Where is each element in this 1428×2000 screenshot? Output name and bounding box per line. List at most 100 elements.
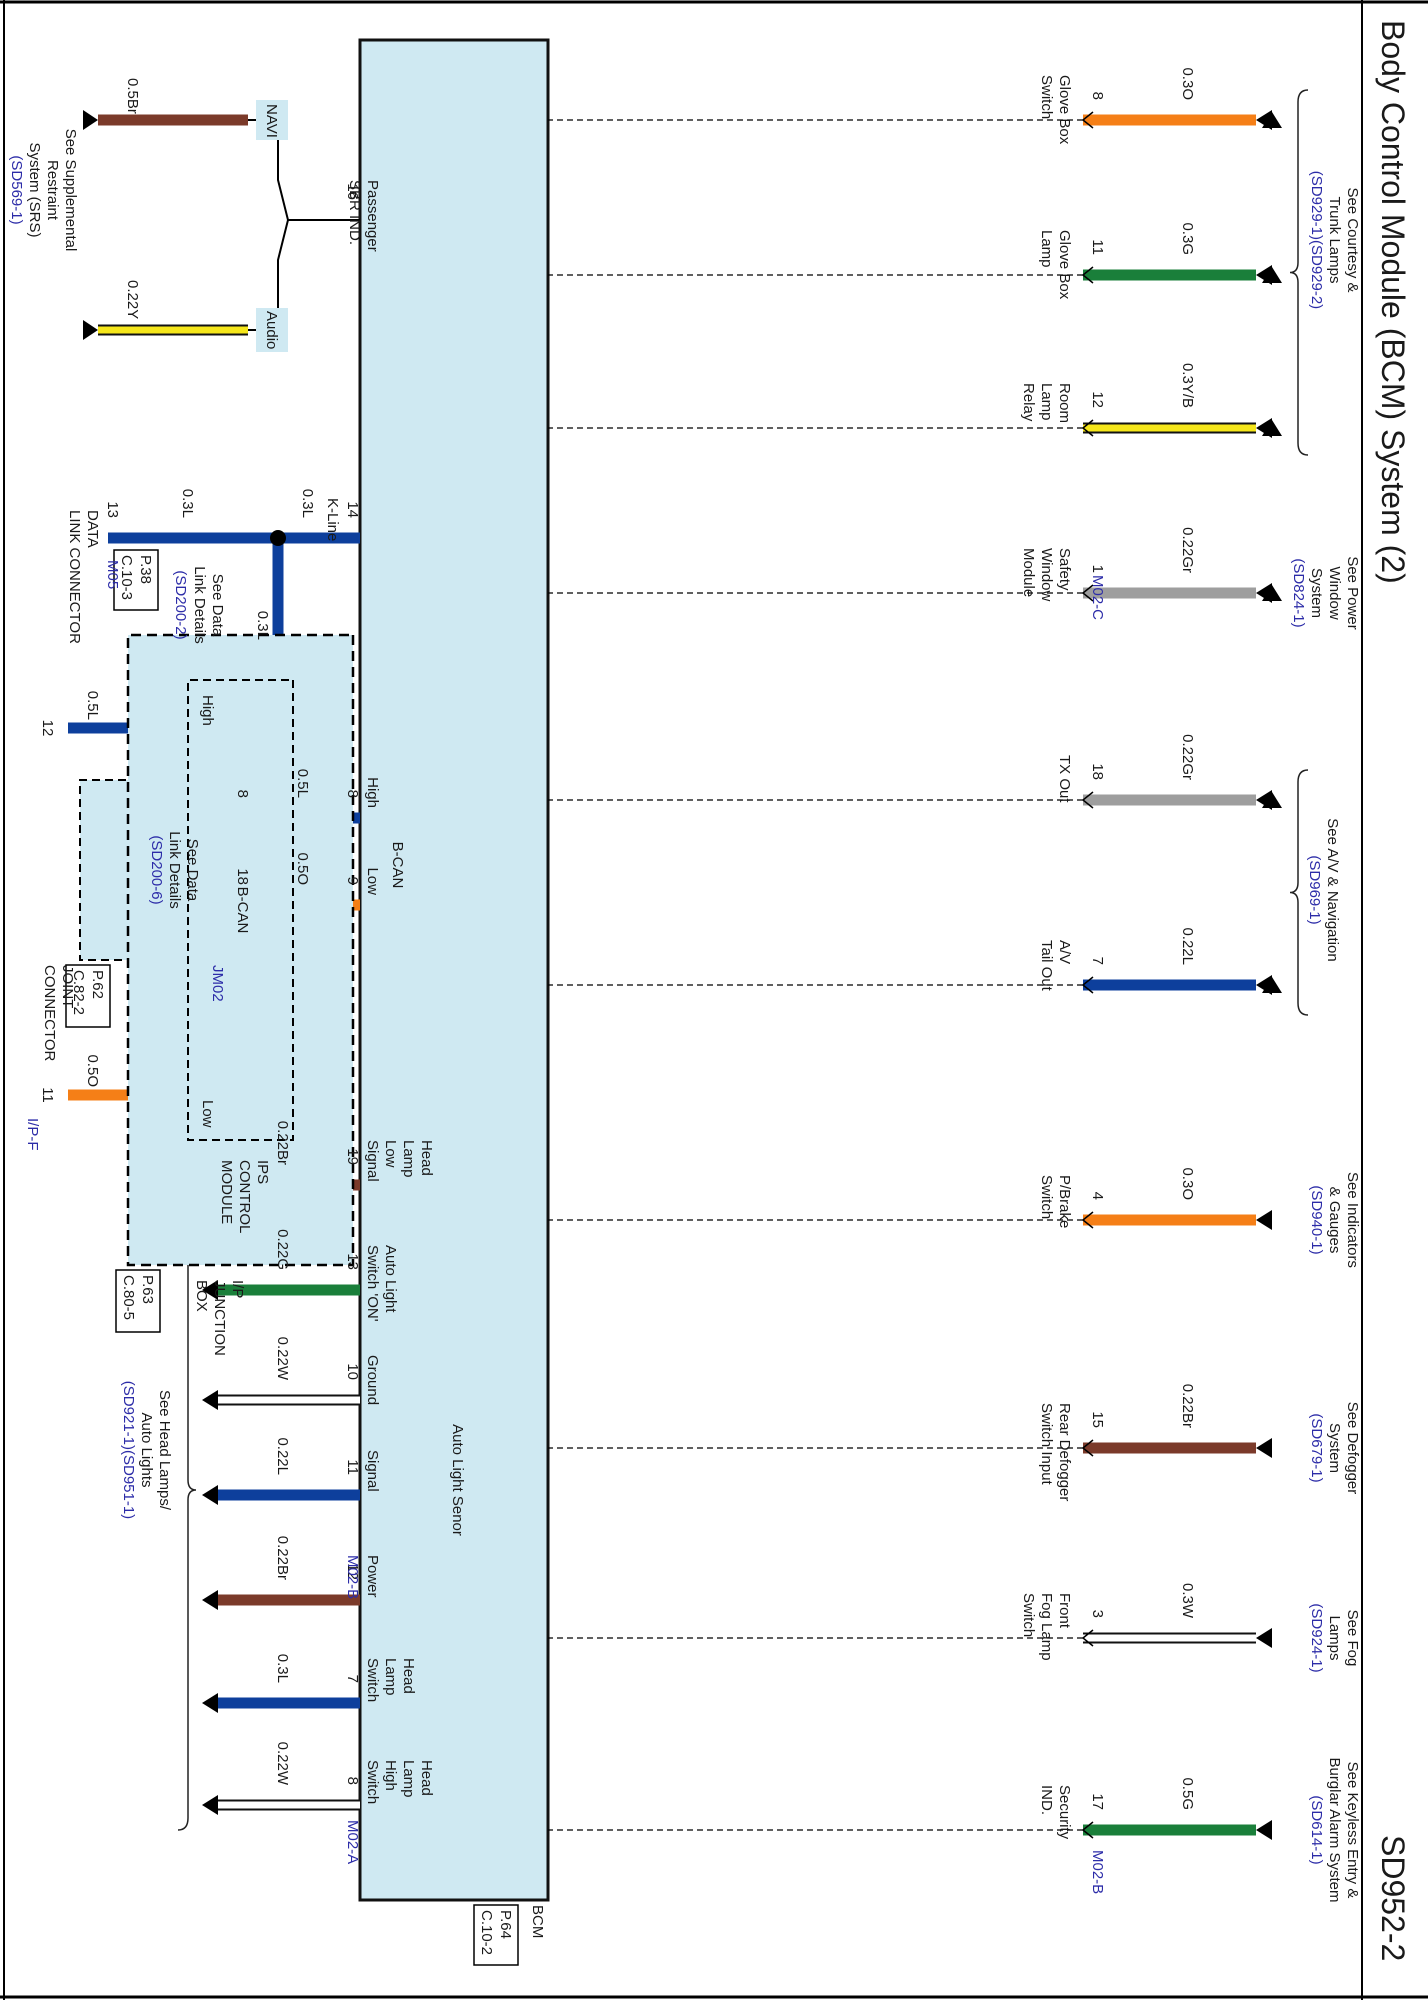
br-pin-num-11: 11 (344, 1459, 361, 1475)
top-left-pin-name-8-line-0: Glove Box (1056, 75, 1073, 145)
joint-name-line-0: JOINT (59, 965, 76, 1008)
br-arrowhead-10 (202, 1390, 218, 1410)
bottom-left-arrowhead-4 (1256, 1210, 1272, 1230)
bottom-left-wire-label-15: 0.22Br (1179, 1384, 1196, 1428)
srs-ref-text-line-2: System (SRS) (26, 142, 43, 237)
bcan-high-label: High (364, 777, 381, 808)
bcan-pin-high-num: 8 (344, 790, 361, 798)
ips-jb-name-line-2: BOX (193, 1280, 210, 1312)
bottom-left-ref-code-17: (SD614-1) (1308, 1795, 1325, 1864)
bottom-left-pin-tick-3 (1081, 1629, 1094, 1647)
audio-label: Audio (263, 311, 280, 349)
br-ref-code: (SD921-1)(SD951-1) (120, 1381, 137, 1519)
ips-conn: I/P-F (24, 1118, 41, 1151)
top-left-pin-name-7-line-1: Tail Out (1038, 940, 1055, 992)
ref-power-window-code: (SD824-1) (1290, 558, 1307, 627)
bottom-left-pin-name-15-line-1: Switch Input (1038, 1403, 1055, 1486)
joint-conn: JM02 (209, 965, 226, 1002)
top-left-pin-num-7: 7 (1089, 957, 1106, 965)
ips-bcan-inner-box (187, 679, 294, 1141)
bcm-loc-c: C.10-2 (478, 1910, 495, 1955)
joint-pin-low: 18 (234, 868, 251, 885)
ips-module-name-line-1: CONTROL (236, 1160, 253, 1233)
br-arrowhead-12 (202, 1590, 218, 1610)
wire-layer (65, 89, 1309, 1840)
bcan-pin-low-num: 9 (344, 877, 361, 885)
bcm-location-box (473, 1904, 519, 1966)
br-pin-name-7-line-1: Lamp (382, 1658, 399, 1696)
ips-jb-loc-box (115, 1269, 161, 1333)
dlc-pin-num: 13 (104, 501, 121, 518)
top-left-arrowhead-18 (1256, 790, 1272, 810)
ref-power-window-text-line-2: System (1308, 568, 1325, 618)
br-wire-label-8: 0.22W (274, 1742, 291, 1786)
ips-wire-high-label: 0.5L (84, 691, 101, 720)
top-left-pin-num-18: 18 (1089, 763, 1106, 780)
br-pin-num-10: 10 (344, 1363, 361, 1380)
br-wire-label-10: 0.22W (274, 1337, 291, 1381)
top-left-arrowhead-8 (1256, 110, 1272, 130)
bottom-left-ref-text-15-line-1: System (1326, 1423, 1343, 1473)
bottom-left-wire-label-3: 0.3W (1179, 1583, 1196, 1619)
bottom-left-ref-text-3-line-1: Lamps (1326, 1615, 1343, 1660)
joint-name-line-1: CONNECTOR (41, 965, 58, 1062)
top-left-pin-name-11-line-0: Glove Box (1056, 230, 1073, 300)
joint-detail-text-line-1: Link Details (166, 831, 183, 909)
ips-high-label: High (199, 695, 216, 726)
bottom-left-pin-name-4-line-0: P/Brake (1056, 1175, 1073, 1228)
bottom-left-pin-name-15-line-0: Rear Defogger (1056, 1403, 1073, 1501)
br-ref-text-line-1: Auto Lights (138, 1412, 155, 1487)
bottom-left-ref-text-17-line-0: See Keyless Entry & (1344, 1762, 1361, 1899)
dlc-name-line-0: DATA (84, 510, 101, 548)
br-pin-name-19-line-2: Lamp (400, 1140, 417, 1178)
br-wire-label-7: 0.3L (274, 1654, 291, 1683)
navi-label: NAVI (263, 104, 280, 138)
joint-loc-box (65, 964, 111, 1028)
bottom-left-arrowhead-15 (1256, 1438, 1272, 1458)
bcan-low-label: Low (364, 867, 381, 895)
audio-tag (256, 308, 288, 352)
bottom-left-ref-text-4-line-1: & Gauges (1326, 1187, 1343, 1254)
ips-junction-box (126, 633, 355, 1267)
top-left-pin-tick-1 (1081, 584, 1094, 602)
ips-module-name-line-0: IPS (254, 1160, 271, 1184)
top-left-pin-num-8: 8 (1089, 92, 1106, 100)
ips-jb-loc-p: P.63 (139, 1275, 156, 1304)
bottom-left-ref-code-15: (SD679-1) (1308, 1413, 1325, 1482)
br-wire-label-19: 0.22Br (274, 1121, 291, 1165)
ips-jb-name-line-0: I/P (229, 1280, 246, 1298)
srs-ref-text-line-0: See Supplemental (62, 129, 79, 252)
srs-pin-name-line-1: SBR IND. (346, 180, 363, 245)
dlc-detail-text-line-1: Link Details (191, 566, 208, 644)
ips-jb-name-line-1: JUNCTION (211, 1280, 228, 1356)
br-pin-name-11-line-0: Signal (364, 1450, 381, 1492)
bottom-left-pin-tick-17 (1081, 1821, 1094, 1839)
srs-pin-num: 16 (344, 183, 361, 200)
brace-courtesy (1289, 89, 1309, 456)
br-wire-label-11: 0.22L (274, 1437, 291, 1475)
ips-low-label: Low (199, 1100, 216, 1128)
br-wire-label-13: 0.22G (274, 1229, 291, 1270)
bcm-loc-p: P.64 (497, 1910, 514, 1939)
ips-wire-low-label: 0.5O (84, 1054, 101, 1087)
br-pin-num-7: 7 (344, 1675, 361, 1683)
br-pin-name-13-line-1: Auto Light (382, 1245, 399, 1313)
top-left-wire-label-7: 0.22L (1179, 927, 1196, 965)
bottom-left-arrowhead-17 (1256, 1820, 1272, 1840)
dlc-detail-text-line-0: See Data (209, 574, 226, 637)
br-pin-name-12-line-0: Power (364, 1555, 381, 1598)
ref-courtesy-text-line-0: See Courtesy & (1344, 187, 1361, 292)
bcan-label: B-CAN (389, 842, 406, 889)
joint-loc-p: P.62 (89, 970, 106, 999)
dlc-loc-box (113, 549, 159, 611)
dlc-conn: M05 (104, 560, 121, 589)
top-left-pin-name-1-line-2: Module (1020, 548, 1037, 597)
top-left-pin-tick-12 (1081, 419, 1094, 437)
ips-bcan-label: B-CAN (234, 887, 251, 934)
br-pin-name-8-line-0: Switch (364, 1760, 381, 1804)
joint-detail-ref: (SD200-6) (148, 835, 165, 904)
navi-wire-label: 0.5Br (124, 78, 141, 114)
